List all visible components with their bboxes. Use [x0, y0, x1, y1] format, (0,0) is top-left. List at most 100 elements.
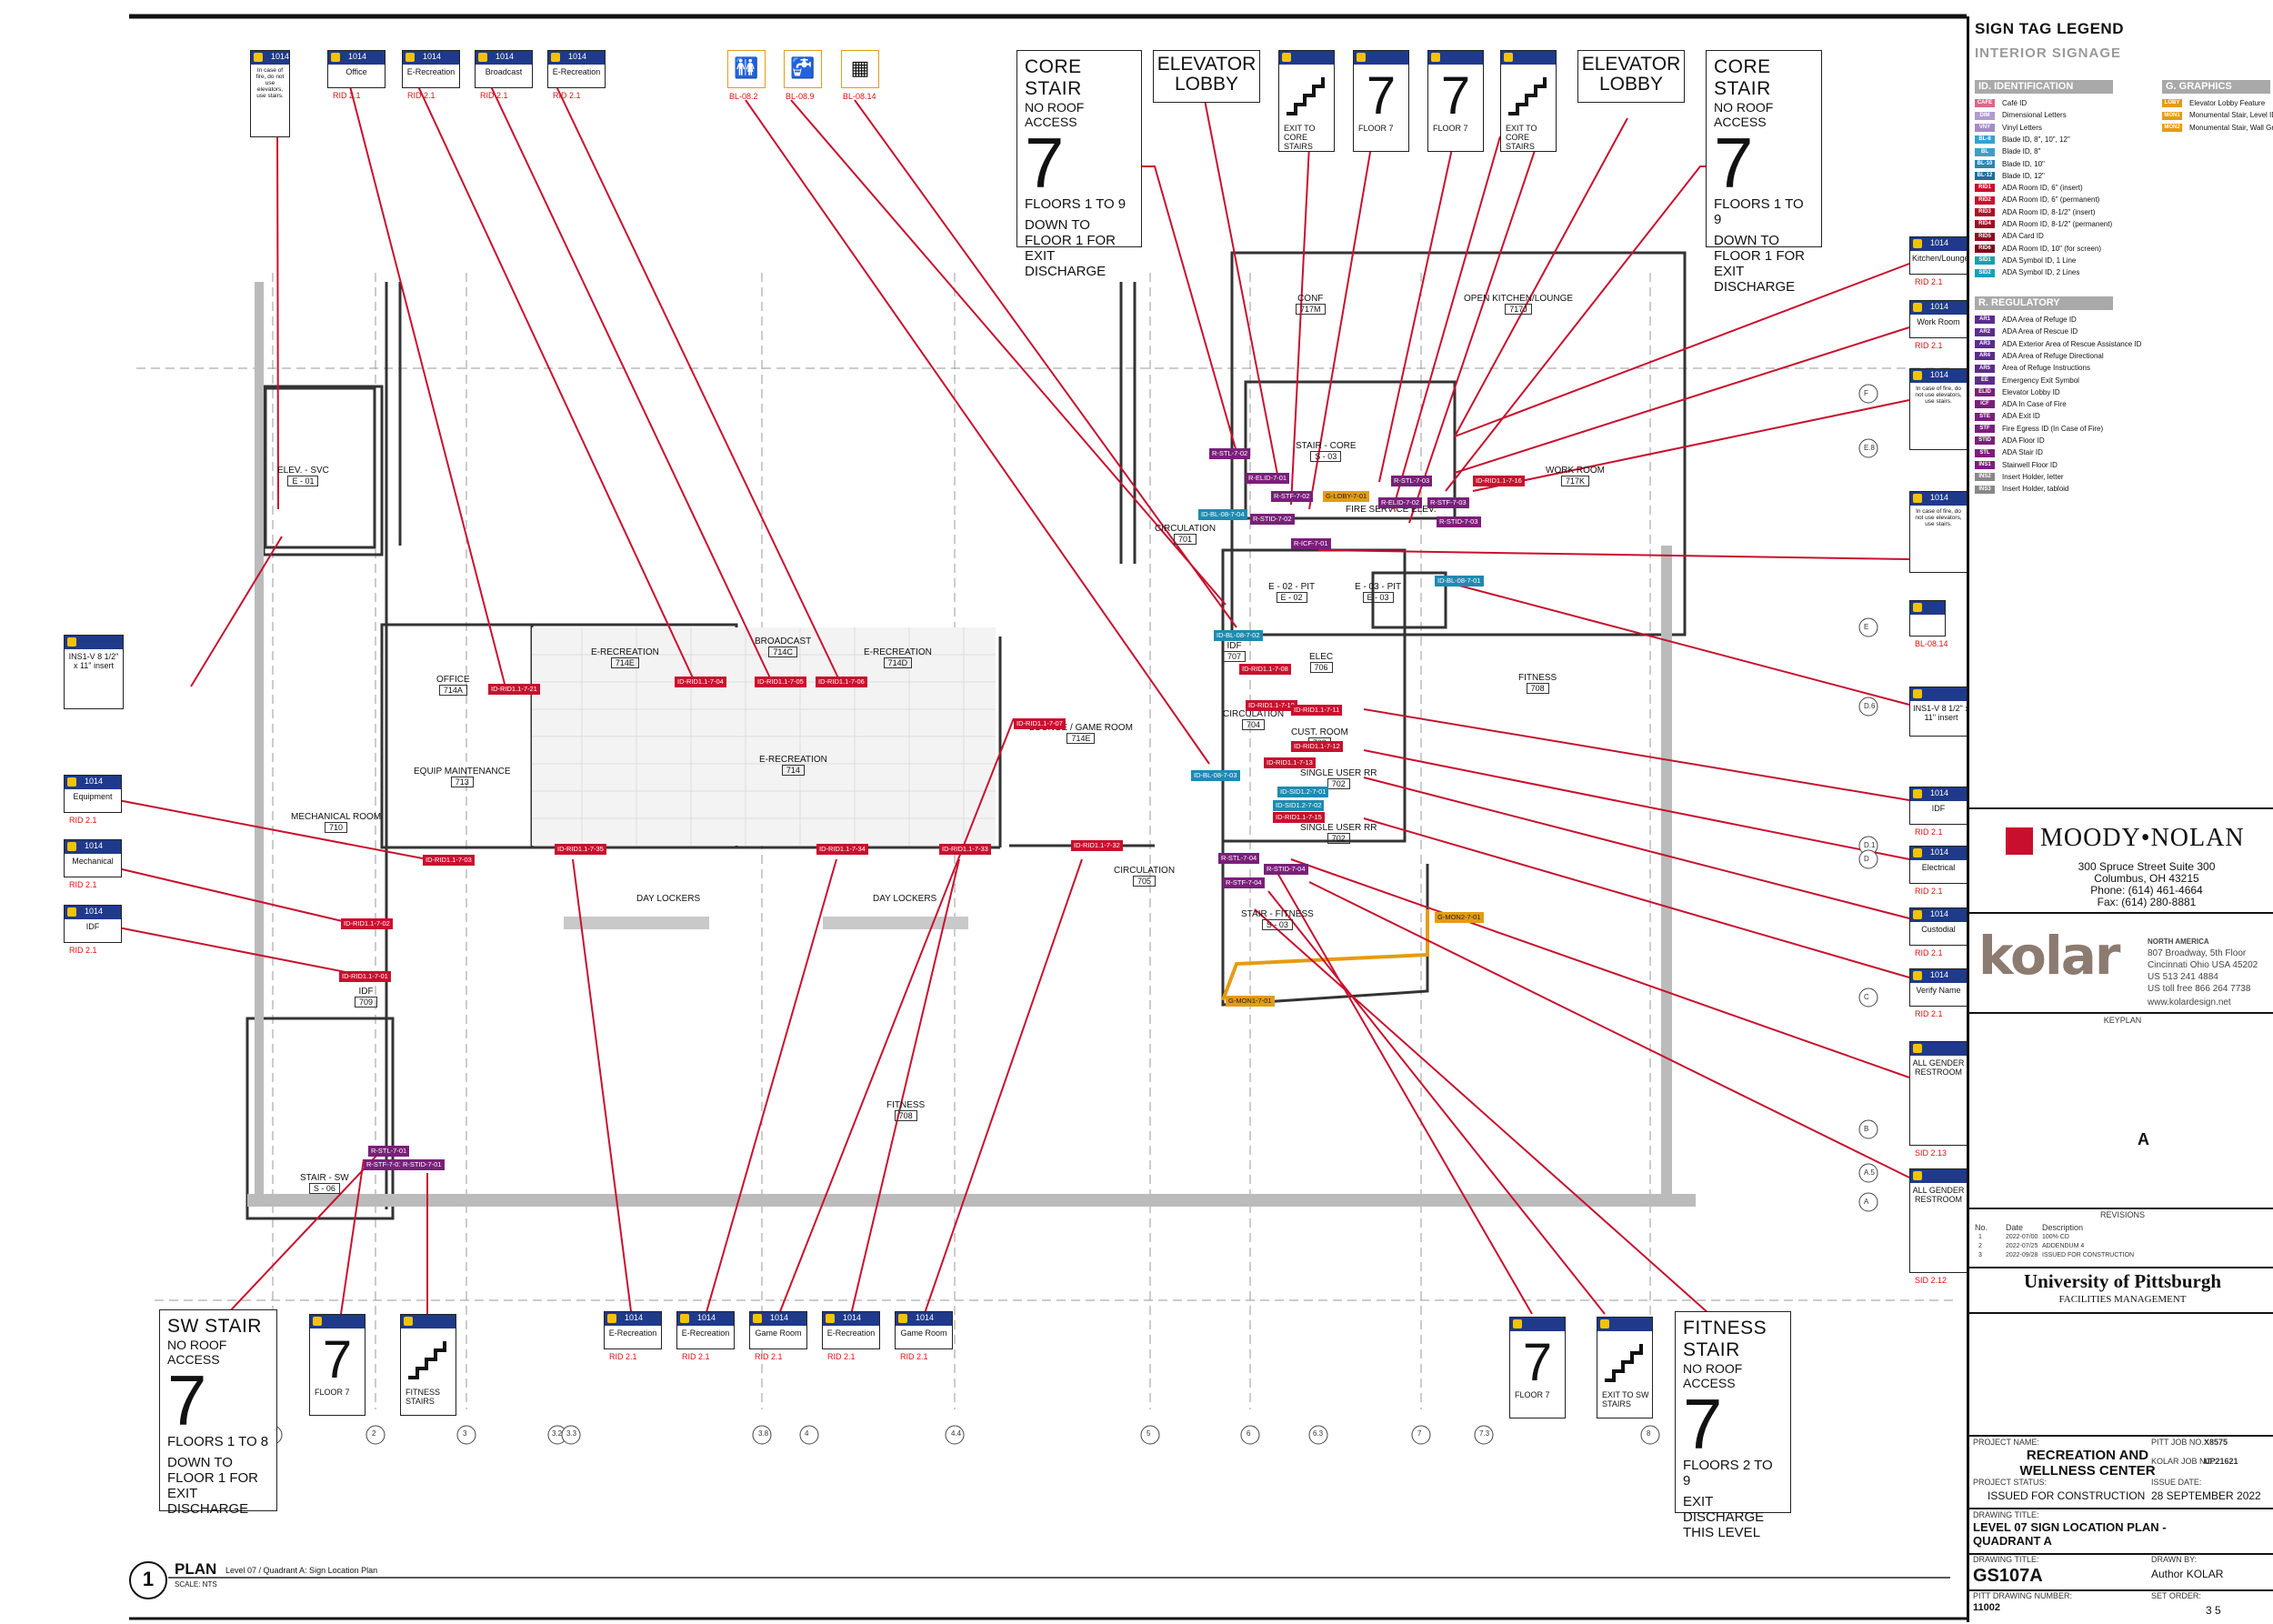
tag-number: 1014	[843, 1313, 862, 1322]
sign-tag-chip[interactable]: ID-RID1.1-7-34	[816, 844, 868, 855]
sign-tag-chip[interactable]: ID-BL-08-7-02	[1214, 630, 1263, 641]
tag-header: 1014	[548, 51, 605, 65]
sign-tag-chip[interactable]: R-STID-7-04	[1264, 864, 1308, 875]
grid-label: 3.2	[552, 1429, 563, 1438]
room-name: DAY LOCKERS	[873, 894, 937, 904]
sign-tag-chip[interactable]: R-STL-7-02	[1209, 448, 1251, 459]
sign-tag-chip[interactable]: ID-RID1.1-7-02	[341, 918, 393, 929]
sign-tag-chip[interactable]: ID-RID1.1-7-06	[816, 677, 867, 687]
sign-tag-chip[interactable]: ID-RID1.1-7-07	[1014, 718, 1066, 729]
sign-tag-chip[interactable]: ID-RID1.1-7-33	[939, 844, 991, 855]
sign-tag-chip[interactable]: R-STID-7-01	[400, 1159, 445, 1170]
tag-number: 1014	[1930, 970, 1949, 979]
legend-label: Blade ID, 8"	[2002, 147, 2041, 156]
sign-tag-chip[interactable]: ID-RID1.1-7-11	[1291, 705, 1343, 716]
pitt-logo-icon	[1431, 53, 1440, 62]
sign-tag-chip[interactable]: ID-RID1.1-7-05	[755, 677, 806, 687]
sign-tag-chip[interactable]: R-STF-7-02	[1271, 491, 1313, 502]
sign-tag-chip[interactable]: R-STL-7-03	[1391, 476, 1433, 486]
sign-tag[interactable]: ALL GENDER RESTROOM	[1909, 1168, 1968, 1273]
sign-tag-chip[interactable]: R-STL-7-01	[368, 1146, 410, 1157]
sign-tag-chip[interactable]: R-ELID-7-02	[1378, 497, 1423, 508]
sign-tag-chip[interactable]: R-STID-7-02	[1250, 514, 1295, 525]
legend-label: ADA Exit ID	[2002, 412, 2040, 421]
tag-text: Kitchen/Lounge	[1912, 254, 1969, 263]
room-label: DAY LOCKERS	[873, 894, 936, 904]
legend-label: Emergency Exit Symbol	[2002, 376, 2079, 385]
room-number: E - 03	[1362, 592, 1394, 603]
grid-label: 7	[1417, 1429, 1422, 1438]
sign-tag-chip[interactable]: ID-BL-08-7-03	[1191, 770, 1240, 781]
room-number: 717M	[1296, 304, 1326, 315]
sign-tag-chip[interactable]: ID-RID1.1-7-03	[423, 855, 475, 866]
legend-chip: BL	[1975, 147, 1995, 156]
pitt-logo-icon	[1913, 1044, 1922, 1053]
legend-label: Monumental Stair, Level ID	[2189, 111, 2273, 120]
sign-tag-chip[interactable]: R-STF-7-01	[364, 1159, 406, 1170]
sign-tag-chip[interactable]: R-ELID-7-01	[1246, 473, 1290, 484]
sign-tag-chip[interactable]: G-MON2-7-01	[1435, 912, 1484, 923]
sign-tag-chip[interactable]: R-STID-7-03	[1437, 516, 1481, 527]
sign-tag[interactable]: INS1-V 8 1/2" x 11" insert	[64, 635, 124, 709]
grid-label: D	[1864, 855, 1869, 863]
room-name: SINGLE USER RR	[1300, 823, 1377, 833]
sign-tag-chip[interactable]: R-STL-7-04	[1218, 853, 1260, 864]
sign-tag[interactable]: ALL GENDER RESTROOM	[1909, 1041, 1968, 1146]
sign-tag[interactable]	[1909, 600, 1946, 637]
sign-tag-chip[interactable]: R-STF-7-03	[1427, 497, 1469, 508]
sign-tag-chip[interactable]: ID-BL-08-7-01	[1435, 576, 1484, 586]
sign-tag-chip[interactable]: ID-RID1.1-7-16	[1473, 476, 1525, 486]
room-name: OPEN KITCHEN/LOUNGE	[1464, 294, 1574, 304]
sign-tag-chip[interactable]: G-LOBY-7-01	[1323, 491, 1370, 502]
sign-tag-chip[interactable]: R-STF-7-04	[1223, 877, 1265, 888]
grid-label: 3.8	[758, 1429, 769, 1438]
tag-text: INS1-V 8 1/2" x 11" insert	[1913, 704, 1969, 722]
tag-header: 1014	[677, 1312, 734, 1326]
legend-chip: STE	[1975, 412, 1995, 421]
sign-tag-chip[interactable]: ID-RID1.1-7-08	[1239, 664, 1291, 675]
sign-tag[interactable]: INS1-V 8 1/2" x 11" insert	[1909, 687, 1973, 737]
sign-tag-chip[interactable]: R-ICF-7-01	[1291, 538, 1331, 549]
sign-tag-chip[interactable]: ID-RID1.1-7-04	[675, 677, 726, 687]
sign-tag-chip[interactable]: ID-RID1.1-7-35	[555, 844, 606, 855]
sign-tag-chip[interactable]: ID-RID1.1-7-21	[488, 684, 540, 695]
sign-tag-chip[interactable]: ID-SID1.2-7-01	[1277, 787, 1329, 797]
sign-tag-chip[interactable]: ID-SID1.2-7-02	[1273, 800, 1325, 811]
sign-tag-chip[interactable]: ID-RID1.1-7-10	[1246, 700, 1297, 711]
tag-number: 1014	[568, 52, 587, 61]
sign-tag-chip[interactable]: ID-BL-08-7-04	[1198, 509, 1247, 520]
sign-tag-chip[interactable]: ID-RID1.1-7-32	[1071, 840, 1123, 851]
sign-tag-chip[interactable]: ID-RID1.1-7-15	[1273, 812, 1325, 823]
sign-tag-chip[interactable]: ID-RID1.1-7-01	[339, 971, 391, 982]
sign-tag-chip[interactable]: ID-RID1.1-7-12	[1291, 741, 1343, 752]
tag-reference: SID 2.13	[1915, 1148, 1948, 1158]
sign-tag-chip[interactable]: ID-RID1.1-7-13	[1264, 757, 1316, 768]
sign-tag-chip[interactable]: G-MON1-7-01	[1226, 996, 1275, 1007]
